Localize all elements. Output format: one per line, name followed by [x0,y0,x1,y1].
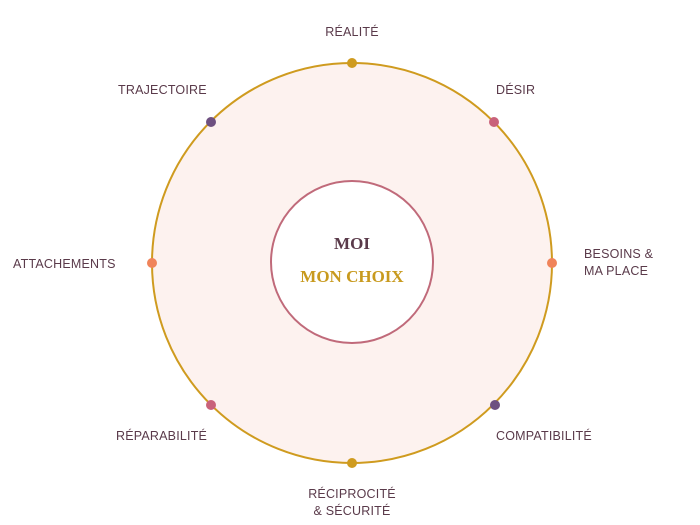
node-label-besoins: BESOINS & MA PLACE [584,246,653,280]
node-label-line: & SÉCURITÉ [313,504,391,518]
node-label-trajectoire: TRAJECTOIRE [118,82,207,99]
node-label-line: RÉCIPROCITÉ [308,487,396,501]
node-label-line: MA PLACE [584,264,649,278]
node-label-reciprocite: RÉCIPROCITÉ & SÉCURITÉ [292,486,412,520]
node-label-attachements: ATTACHEMENTS [13,256,116,273]
node-dots [147,58,557,468]
node-dot-realite [347,58,357,68]
node-label-line: BESOINS & [584,247,654,261]
node-dot-desir [489,117,499,127]
node-label-desir: DÉSIR [496,82,535,99]
node-label-line: TRAJECTOIRE [118,83,207,97]
node-dot-compatibilite [490,400,500,410]
node-label-reparabilite: RÉPARABILITÉ [116,428,207,445]
node-label-line: RÉALITÉ [325,25,379,39]
node-label-realite: RÉALITÉ [312,24,392,41]
center-title: MOI [334,234,370,253]
node-dot-reparabilite [206,400,216,410]
node-dot-besoins [547,258,557,268]
node-label-line: COMPATIBILITÉ [496,429,592,443]
node-dot-trajectoire [206,117,216,127]
node-label-line: DÉSIR [496,83,536,97]
node-label-compatibilite: COMPATIBILITÉ [496,428,592,445]
node-label-line: ATTACHEMENTS [13,257,116,271]
node-label-line: RÉPARABILITÉ [116,429,208,443]
node-dot-reciprocite [347,458,357,468]
center-subtitle: MON CHOIX [300,267,404,286]
inner-ring [270,180,434,344]
node-dot-attachements [147,258,157,268]
